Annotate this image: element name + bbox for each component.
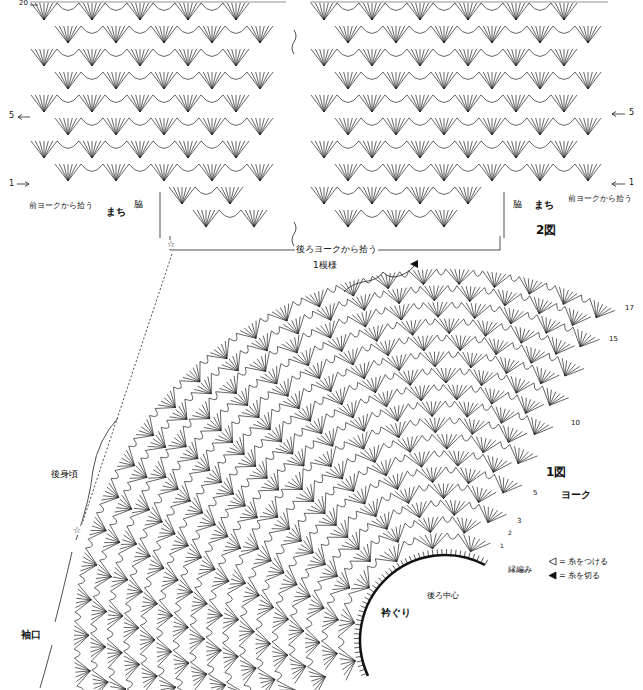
chart-label: 5 (532, 490, 538, 497)
row-arrow (18, 115, 30, 120)
chart-label: 3 (516, 518, 522, 525)
chart-label: 前ヨークから拾う (567, 195, 633, 203)
yoke-stitch-row (74, 269, 615, 690)
repeat-brace (344, 266, 414, 292)
chart-label: 20 (18, 0, 29, 7)
yoke-stitch-row (173, 368, 569, 690)
fold-mark (292, 30, 296, 246)
chart-label: 前ヨークから拾う (28, 202, 94, 210)
stitch-row (55, 118, 273, 135)
yarn-triangle (549, 558, 556, 565)
yoke-stitch-row (140, 335, 584, 690)
chart-label: 縁編み (507, 566, 533, 574)
chart-label: ヨーク (560, 490, 592, 501)
yarn-triangle (549, 572, 556, 579)
yoke-stitch-row (256, 451, 512, 690)
stitch-row (55, 72, 273, 89)
stitch-row (335, 26, 601, 43)
legend-symbol (548, 557, 557, 566)
stitch-row (311, 49, 577, 66)
chart-label: 1 (8, 180, 15, 188)
chart-label: 10 (570, 420, 581, 427)
yoke-stitch-row (223, 418, 528, 690)
stitch-row (55, 26, 273, 43)
stitch-row (335, 118, 601, 135)
chart-guides (17, 2, 625, 688)
chart-label: 2 (507, 530, 513, 536)
chart-label: まち (533, 200, 555, 211)
stitch-row (311, 95, 577, 112)
yoke-stitch-row (107, 302, 600, 690)
yoke-stitch-row (124, 319, 575, 690)
row-arrow (612, 182, 625, 187)
chart-label: 1図 (545, 466, 567, 479)
chart-label: 1模様 (312, 261, 338, 270)
stitch-symbols (31, 3, 615, 690)
chart-label: 衿ぐり (380, 608, 412, 619)
stitch-row (335, 72, 601, 89)
stitch-row (31, 3, 249, 20)
chart-label: 5 (628, 109, 635, 117)
legend-text: = 糸をつける (559, 556, 608, 567)
stitch-row (31, 141, 249, 158)
chart-label: ☆ (72, 526, 82, 535)
chart-label: 脇 (133, 200, 144, 209)
neckline-edge (360, 555, 485, 676)
chart-label: 5 (8, 112, 15, 120)
chart-label: まち (105, 207, 127, 218)
chart-label: 袖口 (20, 630, 42, 641)
row-arrow (17, 182, 29, 187)
gusset-line (160, 192, 504, 238)
yoke-stitch-row (239, 434, 538, 690)
stitch-row (335, 210, 457, 227)
yoke-stitch-row (206, 401, 553, 690)
chart-label: 後身頃 (50, 470, 79, 479)
stitch-row (31, 95, 249, 112)
yoke-stitch-row (322, 517, 481, 670)
chart-label: 17 (624, 305, 635, 312)
legend-row: = 糸を切る (548, 570, 600, 581)
stitch-row (311, 187, 481, 204)
chart-label: 後ろヨークから拾う (295, 245, 378, 254)
stitch-row (169, 187, 243, 204)
chart-label: 1 (499, 543, 505, 549)
row-arrow (612, 112, 625, 117)
legend-text: = 糸を切る (559, 570, 600, 581)
chart-label: 2図 (535, 224, 557, 237)
edging-stitches (354, 549, 488, 676)
stitch-row (193, 210, 267, 227)
yoke-stitch-row (338, 533, 491, 680)
stitch-row (31, 49, 249, 66)
cut-yarn-mark (410, 260, 418, 268)
chart-label: 脇 (512, 200, 523, 209)
legend-row: = 糸をつける (548, 556, 608, 567)
stitch-row (311, 141, 577, 158)
chart-label: 後ろ中心 (426, 592, 460, 600)
cuff-brace (40, 552, 72, 688)
dotted-leader (82, 254, 172, 524)
stitch-row (311, 3, 577, 20)
yoke-stitch-row (157, 352, 560, 690)
yoke-stitch-row (91, 286, 591, 690)
cut-edge (30, 2, 608, 3)
chart-label: ☆ (166, 240, 176, 249)
yoke-stitch-row (190, 385, 544, 690)
chart-label: 15 (608, 336, 619, 343)
chart-label: 1 (628, 179, 635, 187)
legend-symbol (548, 571, 557, 580)
stitch-row (55, 164, 273, 181)
yoke-stitch-row (305, 500, 507, 690)
stitch-row (335, 164, 601, 181)
